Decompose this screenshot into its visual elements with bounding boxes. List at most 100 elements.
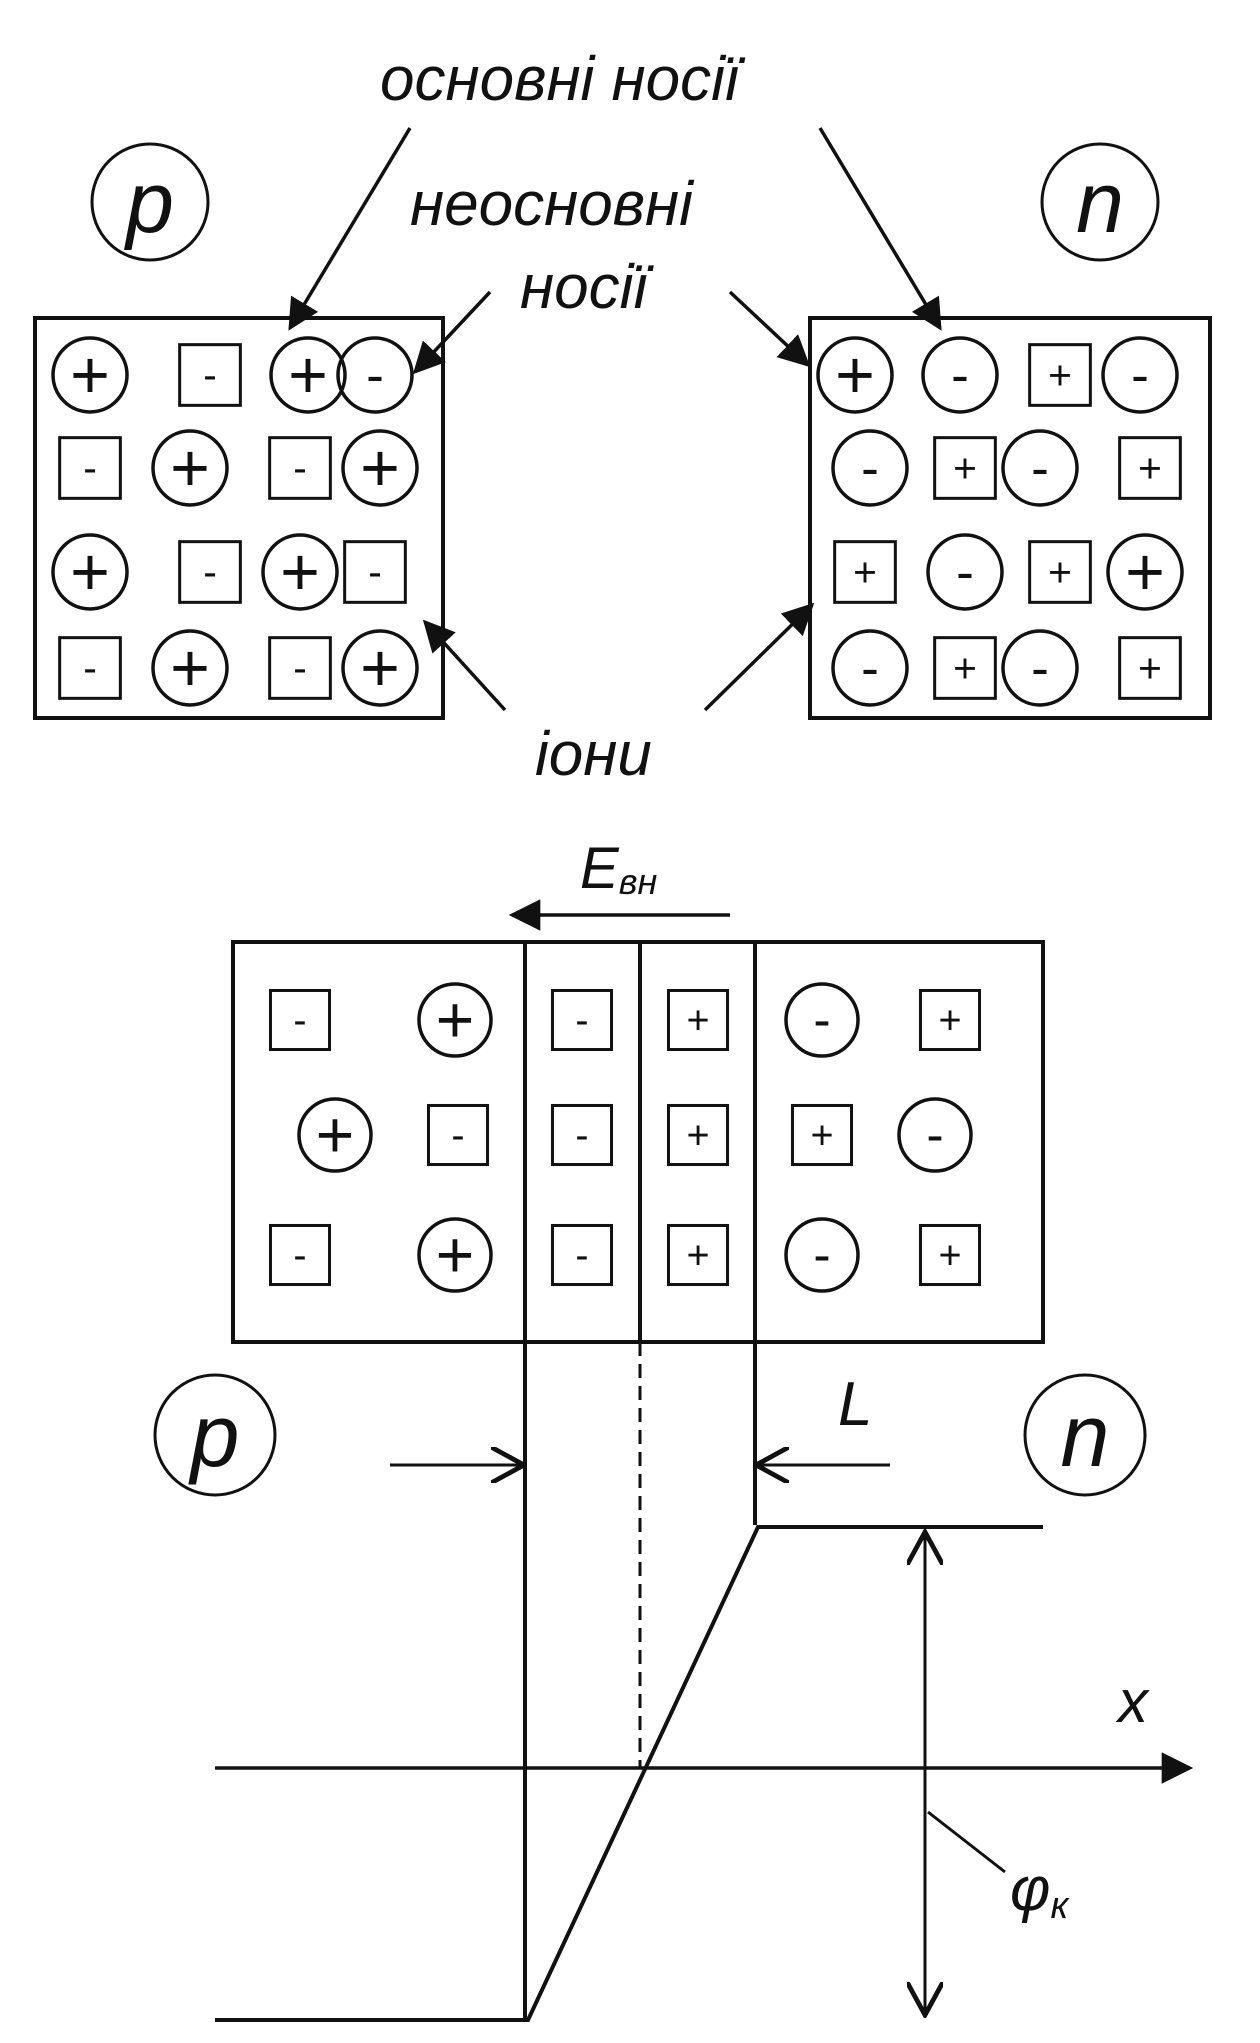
donor-ion: + xyxy=(918,988,982,1052)
electron-carrier: - xyxy=(784,1217,860,1293)
acceptor-ion: - xyxy=(550,988,614,1052)
acceptor-ion-sign: - xyxy=(368,549,382,595)
donor-ion: + xyxy=(666,1223,730,1287)
electron-carrier: - xyxy=(921,336,999,414)
acceptor-ion-sign: - xyxy=(83,445,97,491)
donor-ion-sign: + xyxy=(1138,445,1162,491)
electron-carrier: - xyxy=(1101,336,1179,414)
electron-carrier-sign: - xyxy=(813,1226,830,1284)
electron-carrier: - xyxy=(1001,429,1079,507)
acceptor-ion: - xyxy=(268,1223,332,1287)
hole-carrier: + xyxy=(269,336,347,414)
hole-carrier: + xyxy=(51,336,129,414)
acceptor-ion: - xyxy=(426,1103,490,1167)
acceptor-ion: - xyxy=(550,1103,614,1167)
electron-carrier-sign: - xyxy=(1031,439,1049,498)
electron-carrier: - xyxy=(1001,629,1079,707)
hole-carrier: + xyxy=(261,533,339,611)
acceptor-ion-sign: - xyxy=(293,445,307,491)
minority-carriers-arrow-p xyxy=(412,290,492,375)
electron-carrier: - xyxy=(831,629,909,707)
p-type-badge-top: p xyxy=(90,142,210,262)
acceptor-ion-sign: - xyxy=(575,998,588,1042)
acceptor-ion-sign: - xyxy=(293,998,306,1042)
acceptor-ion: - xyxy=(58,436,122,500)
hole-carrier: + xyxy=(341,429,419,507)
hole-carrier-sign: + xyxy=(288,337,328,413)
ions-label: іони xyxy=(535,720,652,789)
hole-carrier: + xyxy=(417,982,493,1058)
p-type-badge-bottom: p xyxy=(153,1373,277,1497)
n-region-particles: +-+--+-++-++-+-+ xyxy=(816,336,1184,707)
donor-ion: + xyxy=(666,1103,730,1167)
n-type-badge-bottom: n xyxy=(1023,1373,1147,1497)
p-region-block xyxy=(33,316,445,720)
donor-ion: + xyxy=(666,988,730,1052)
electron-carrier: - xyxy=(897,1097,973,1173)
acceptor-ion: - xyxy=(268,436,332,500)
acceptor-ion-sign: - xyxy=(83,645,97,691)
hole-carrier: + xyxy=(151,629,229,707)
donor-ion-sign: + xyxy=(853,549,877,595)
n-region-block xyxy=(808,316,1212,720)
width-L-label: L xyxy=(838,1370,872,1439)
donor-ion-sign: + xyxy=(953,445,977,491)
p-type-label-bottom: p xyxy=(188,1386,240,1485)
hole-carrier: + xyxy=(297,1097,373,1173)
acceptor-ion-sign: - xyxy=(203,352,217,398)
field-E-label: Eвн xyxy=(580,836,657,902)
junction-particles: -++--+-+-+-+-++--+ xyxy=(268,982,982,1293)
hole-carrier-sign: + xyxy=(436,984,475,1058)
acceptor-ion: - xyxy=(268,636,332,700)
acceptor-ion: - xyxy=(58,636,122,700)
electron-carrier-sign: - xyxy=(956,543,974,602)
electron-carrier-sign: - xyxy=(1131,346,1149,405)
hole-carrier: + xyxy=(816,336,894,414)
potential-profile xyxy=(215,1525,1043,2022)
hole-carrier-sign: + xyxy=(170,630,210,706)
hole-carrier: + xyxy=(417,1217,493,1293)
electron-carrier: - xyxy=(831,429,909,507)
electron-carrier: - xyxy=(926,533,1004,611)
hole-carrier: + xyxy=(51,533,129,611)
donor-ion: + xyxy=(1028,540,1092,604)
donor-ion: + xyxy=(933,636,997,700)
hole-carrier: + xyxy=(151,429,229,507)
minority-carriers-label-line1: неосновні xyxy=(410,170,695,239)
acceptor-ion-sign: - xyxy=(293,645,307,691)
hole-carrier-sign: + xyxy=(1125,534,1165,610)
electron-carrier-sign: - xyxy=(951,346,969,405)
acceptor-ion: - xyxy=(268,988,332,1052)
electron-carrier-sign: - xyxy=(813,991,830,1049)
donor-ion-sign: + xyxy=(686,1233,709,1277)
acceptor-ion-sign: - xyxy=(451,1113,464,1157)
n-type-badge-top: n xyxy=(1040,142,1160,262)
electron-carrier-sign: - xyxy=(366,346,384,405)
donor-ion-sign: + xyxy=(938,1233,961,1277)
main-carriers-arrow-p xyxy=(288,127,412,331)
hole-carrier-sign: + xyxy=(436,1219,475,1293)
acceptor-ion: - xyxy=(550,1223,614,1287)
acceptor-ion-sign: - xyxy=(293,1233,306,1277)
hole-carrier: + xyxy=(341,629,419,707)
donor-ion: + xyxy=(933,436,997,500)
x-axis-label: x xyxy=(1115,1668,1150,1735)
donor-ion-sign: + xyxy=(1048,352,1072,398)
donor-ion-sign: + xyxy=(1048,549,1072,595)
phi-leader-line xyxy=(927,1810,1006,1874)
donor-ion: + xyxy=(1118,636,1182,700)
acceptor-ion: - xyxy=(178,540,242,604)
donor-ion-sign: + xyxy=(686,998,709,1042)
acceptor-ion: - xyxy=(178,343,242,407)
n-type-label-bottom: n xyxy=(1061,1386,1110,1485)
hole-carrier-sign: + xyxy=(360,630,400,706)
acceptor-ion-sign: - xyxy=(203,549,217,595)
hole-carrier-sign: + xyxy=(835,337,875,413)
donor-ion: + xyxy=(918,1223,982,1287)
donor-ion-sign: + xyxy=(686,1113,709,1157)
acceptor-ion-sign: - xyxy=(575,1113,588,1157)
hole-carrier-sign: + xyxy=(316,1099,355,1173)
acceptor-ion: - xyxy=(343,540,407,604)
hole-carrier-sign: + xyxy=(280,534,320,610)
